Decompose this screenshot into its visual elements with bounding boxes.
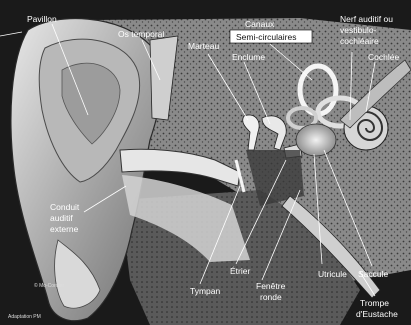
label-trompe-line2: d'Eustache — [356, 309, 398, 319]
label-conduit-line1: Conduit — [50, 202, 80, 212]
label-nerf-line1: Nerf auditif ou — [340, 14, 393, 24]
label-enclume: Enclume — [232, 52, 265, 62]
label-nerf-line3: cochléaire — [340, 36, 379, 46]
label-fenetre-line2: ronde — [260, 292, 282, 302]
credit-left: © Mo-Cordier — [34, 282, 64, 289]
label-etrier: Étrier — [230, 266, 250, 276]
label-cochlee: Cochlée — [368, 52, 399, 62]
label-semi-circulaires: Semi-circulaires — [236, 32, 296, 42]
label-trompe-line1: Trompe — [360, 298, 389, 308]
label-nerf-line2: vestibulo- — [340, 25, 377, 35]
label-os-temporal: Os temporal — [118, 29, 164, 39]
label-marteau: Marteau — [188, 41, 219, 51]
label-conduit-line2: auditif — [50, 213, 73, 223]
label-tympan: Tympan — [190, 286, 221, 296]
label-utricule: Utricule — [318, 269, 347, 279]
label-canaux: Canaux — [245, 19, 275, 29]
label-pavillon: Pavillon — [27, 14, 57, 24]
label-saccule: Saccule — [358, 269, 389, 279]
vestibule — [296, 124, 336, 156]
label-fenetre-line1: Fenêtre — [256, 281, 286, 291]
label-conduit-line3: externe — [50, 224, 79, 234]
credit-bottom: Adaptation PM — [8, 314, 41, 320]
